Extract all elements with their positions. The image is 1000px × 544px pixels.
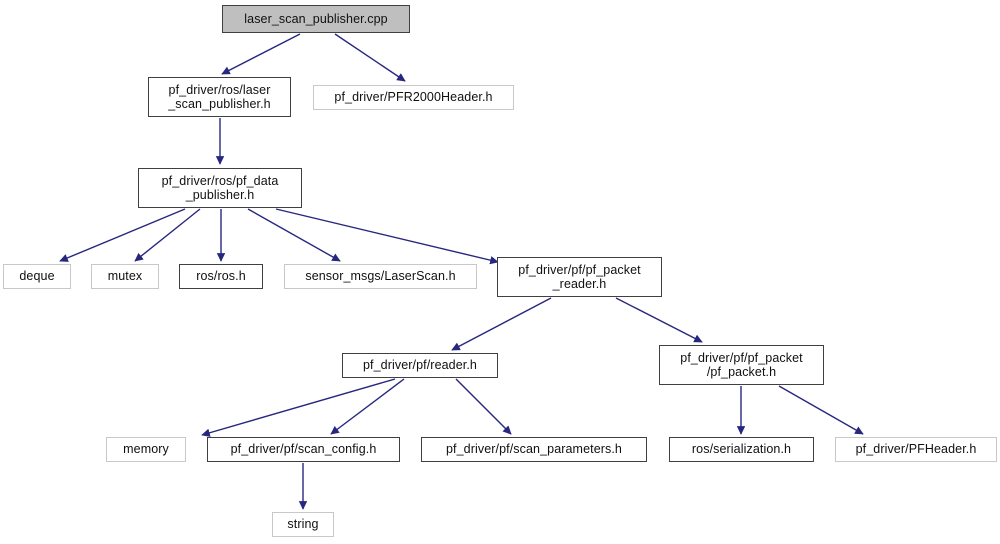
graph-node-pf-driver-ros-laser--scan-publisher-h[interactable]: pf_driver/ros/laser _scan_publisher.h	[148, 77, 291, 117]
graph-node-label: pf_driver/pf/reader.h	[363, 358, 477, 373]
graph-node-ros-ros-h[interactable]: ros/ros.h	[179, 264, 263, 289]
graph-node-pf-driver-pfr2000header-h[interactable]: pf_driver/PFR2000Header.h	[313, 85, 514, 110]
graph-node-mutex[interactable]: mutex	[91, 264, 159, 289]
graph-node-pf-driver-pf-scan-parameters-h[interactable]: pf_driver/pf/scan_parameters.h	[421, 437, 647, 462]
graph-node-label: laser_scan_publisher.cpp	[244, 11, 388, 26]
graph-node-pf-driver-ros-pf-data--publisher-h[interactable]: pf_driver/ros/pf_data _publisher.h	[138, 168, 302, 208]
graph-node-label: string	[287, 517, 319, 532]
graph-node-label: mutex	[107, 269, 143, 284]
graph-node-label: pf_driver/pf/scan_config.h	[230, 442, 377, 457]
graph-node-label: ros/ros.h	[196, 269, 246, 284]
graph-node-label: memory	[123, 442, 169, 457]
graph-edge	[247, 208, 341, 262]
graph-node-label: pf_driver/ros/pf_data _publisher.h	[161, 173, 279, 203]
graph-node-pf-driver-pf-scan-config-h[interactable]: pf_driver/pf/scan_config.h	[207, 437, 400, 462]
graph-node-pf-driver-pf-reader-h[interactable]: pf_driver/pf/reader.h	[342, 353, 498, 378]
graph-node-label: pf_driver/PFR2000Header.h	[334, 90, 493, 105]
graph-edge	[221, 33, 301, 75]
graph-node-label: pf_driver/pf/pf_packet /pf_packet.h	[680, 350, 803, 380]
graph-node-label: pf_driver/pf/scan_parameters.h	[445, 442, 622, 457]
graph-node-sensor-msgs-laserscan-h[interactable]: sensor_msgs/LaserScan.h	[284, 264, 477, 289]
graph-edge	[330, 378, 405, 435]
graph-edge	[275, 208, 499, 265]
graph-edge	[334, 33, 406, 82]
graph-edge	[455, 378, 512, 435]
graph-node-pf-driver-pf-pf-packet--pf-packet-h[interactable]: pf_driver/pf/pf_packet /pf_packet.h	[659, 345, 824, 385]
graph-node-pf-driver-pf-pf-packet--reader-h[interactable]: pf_driver/pf/pf_packet _reader.h	[497, 257, 662, 297]
graph-node-label: pf_driver/PFHeader.h	[855, 442, 977, 457]
graph-node-pf-driver-pfheader-h[interactable]: pf_driver/PFHeader.h	[835, 437, 997, 462]
graph-edge	[134, 208, 201, 262]
graph-node-memory[interactable]: memory	[106, 437, 186, 462]
graph-edge	[615, 297, 703, 343]
graph-node-label: sensor_msgs/LaserScan.h	[305, 269, 456, 284]
graph-node-string[interactable]: string	[272, 512, 334, 537]
graph-node-label: deque	[19, 269, 55, 284]
graph-node-label: pf_driver/pf/pf_packet _reader.h	[518, 262, 641, 292]
graph-edge	[778, 385, 864, 435]
graph-node-deque[interactable]: deque	[3, 264, 71, 289]
graph-node-ros-serialization-h[interactable]: ros/serialization.h	[669, 437, 814, 462]
graph-edge	[59, 208, 186, 262]
graph-edge	[201, 378, 396, 437]
graph-node-label: ros/serialization.h	[691, 442, 792, 457]
graph-edge	[451, 297, 552, 351]
graph-node-label: pf_driver/ros/laser _scan_publisher.h	[168, 82, 271, 112]
graph-node-laser-scan-publisher-cpp: laser_scan_publisher.cpp	[222, 5, 410, 33]
